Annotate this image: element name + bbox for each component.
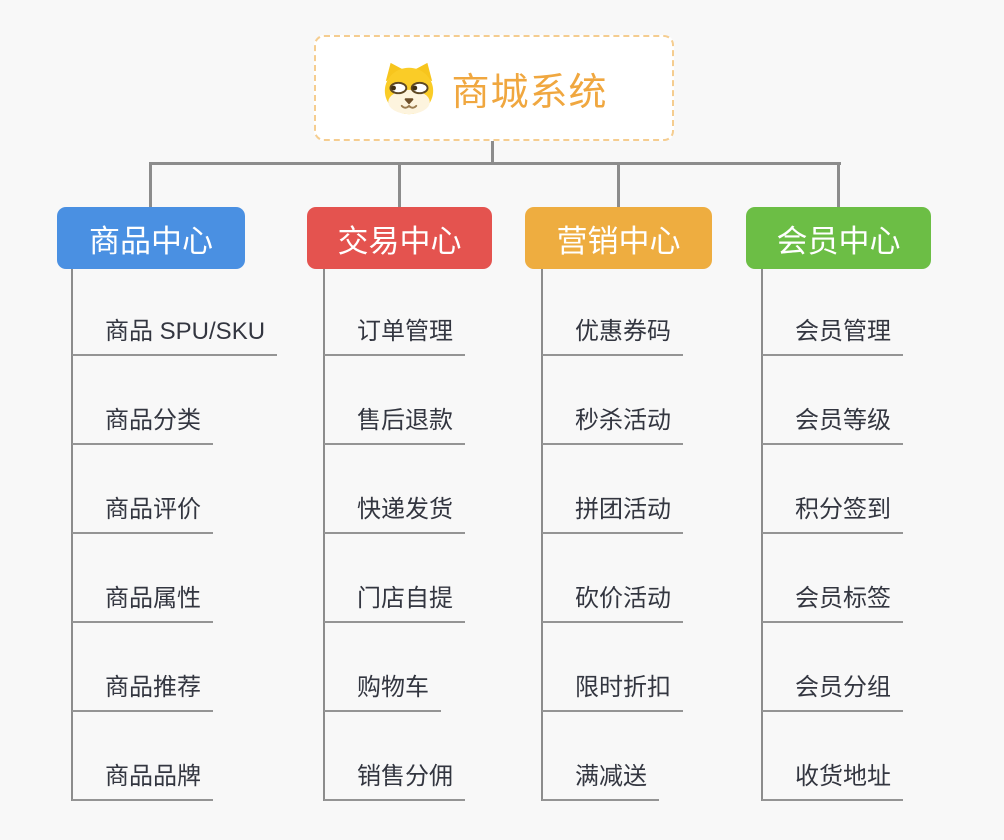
branch-box-trade-center[interactable]: 交易中心 xyxy=(307,207,492,269)
subtopic-item[interactable]: 商品评价 xyxy=(72,495,213,534)
branch-label: 营销中心 xyxy=(556,223,681,259)
connector-stub-product-center xyxy=(149,162,152,208)
subtopic-item[interactable]: 购物车 xyxy=(324,673,441,712)
root-node[interactable]: 商城系统 xyxy=(314,35,674,141)
branch-box-marketing-center[interactable]: 营销中心 xyxy=(525,207,712,269)
subtopic-item[interactable]: 砍价活动 xyxy=(542,584,683,623)
branch-label: 商品中心 xyxy=(89,223,213,259)
connector-stub-marketing-center xyxy=(617,162,620,208)
subtopic-item[interactable]: 门店自提 xyxy=(324,584,465,623)
branch-label: 交易中心 xyxy=(337,223,462,259)
subtopic-item[interactable]: 订单管理 xyxy=(324,317,465,356)
subtopic-item[interactable]: 售后退款 xyxy=(324,406,465,445)
subtopic-item[interactable]: 收货地址 xyxy=(762,762,903,801)
subtopic-item[interactable]: 商品推荐 xyxy=(72,673,213,712)
branch-trunk-product-center xyxy=(71,268,73,801)
subtopic-item[interactable]: 会员标签 xyxy=(762,584,903,623)
subtopic-item[interactable]: 优惠券码 xyxy=(542,317,683,356)
shiba-dog-face-icon xyxy=(380,60,438,116)
subtopic-item[interactable]: 积分签到 xyxy=(762,495,903,534)
branch-trunk-marketing-center xyxy=(541,268,543,801)
subtopic-item[interactable]: 秒杀活动 xyxy=(542,406,683,445)
subtopic-item[interactable]: 满减送 xyxy=(542,762,659,801)
subtopic-item[interactable]: 商品 SPU/SKU xyxy=(72,317,278,356)
subtopic-item[interactable]: 会员分组 xyxy=(762,673,903,712)
branch-trunk-member-center xyxy=(761,268,763,801)
connector-horizontal-rail xyxy=(149,162,841,165)
subtopic-item[interactable]: 限时折扣 xyxy=(542,673,683,712)
subtopic-item[interactable]: 销售分佣 xyxy=(324,762,465,801)
connector-root-trunk xyxy=(491,139,494,165)
subtopic-item[interactable]: 商品品牌 xyxy=(72,762,213,801)
connector-stub-trade-center xyxy=(398,162,401,208)
branch-box-member-center[interactable]: 会员中心 xyxy=(746,207,931,269)
subtopic-item[interactable]: 会员管理 xyxy=(762,317,903,356)
subtopic-item[interactable]: 拼团活动 xyxy=(542,495,683,534)
subtopic-item[interactable]: 商品属性 xyxy=(72,584,213,623)
subtopic-item[interactable]: 会员等级 xyxy=(762,406,903,445)
branch-box-product-center[interactable]: 商品中心 xyxy=(57,207,245,269)
branch-trunk-trade-center xyxy=(323,268,325,801)
branch-label: 会员中心 xyxy=(776,223,901,259)
subtopic-item[interactable]: 商品分类 xyxy=(72,406,213,445)
connector-stub-member-center xyxy=(837,162,840,208)
subtopic-item[interactable]: 快递发货 xyxy=(324,495,465,534)
root-title: 商城系统 xyxy=(451,71,608,114)
